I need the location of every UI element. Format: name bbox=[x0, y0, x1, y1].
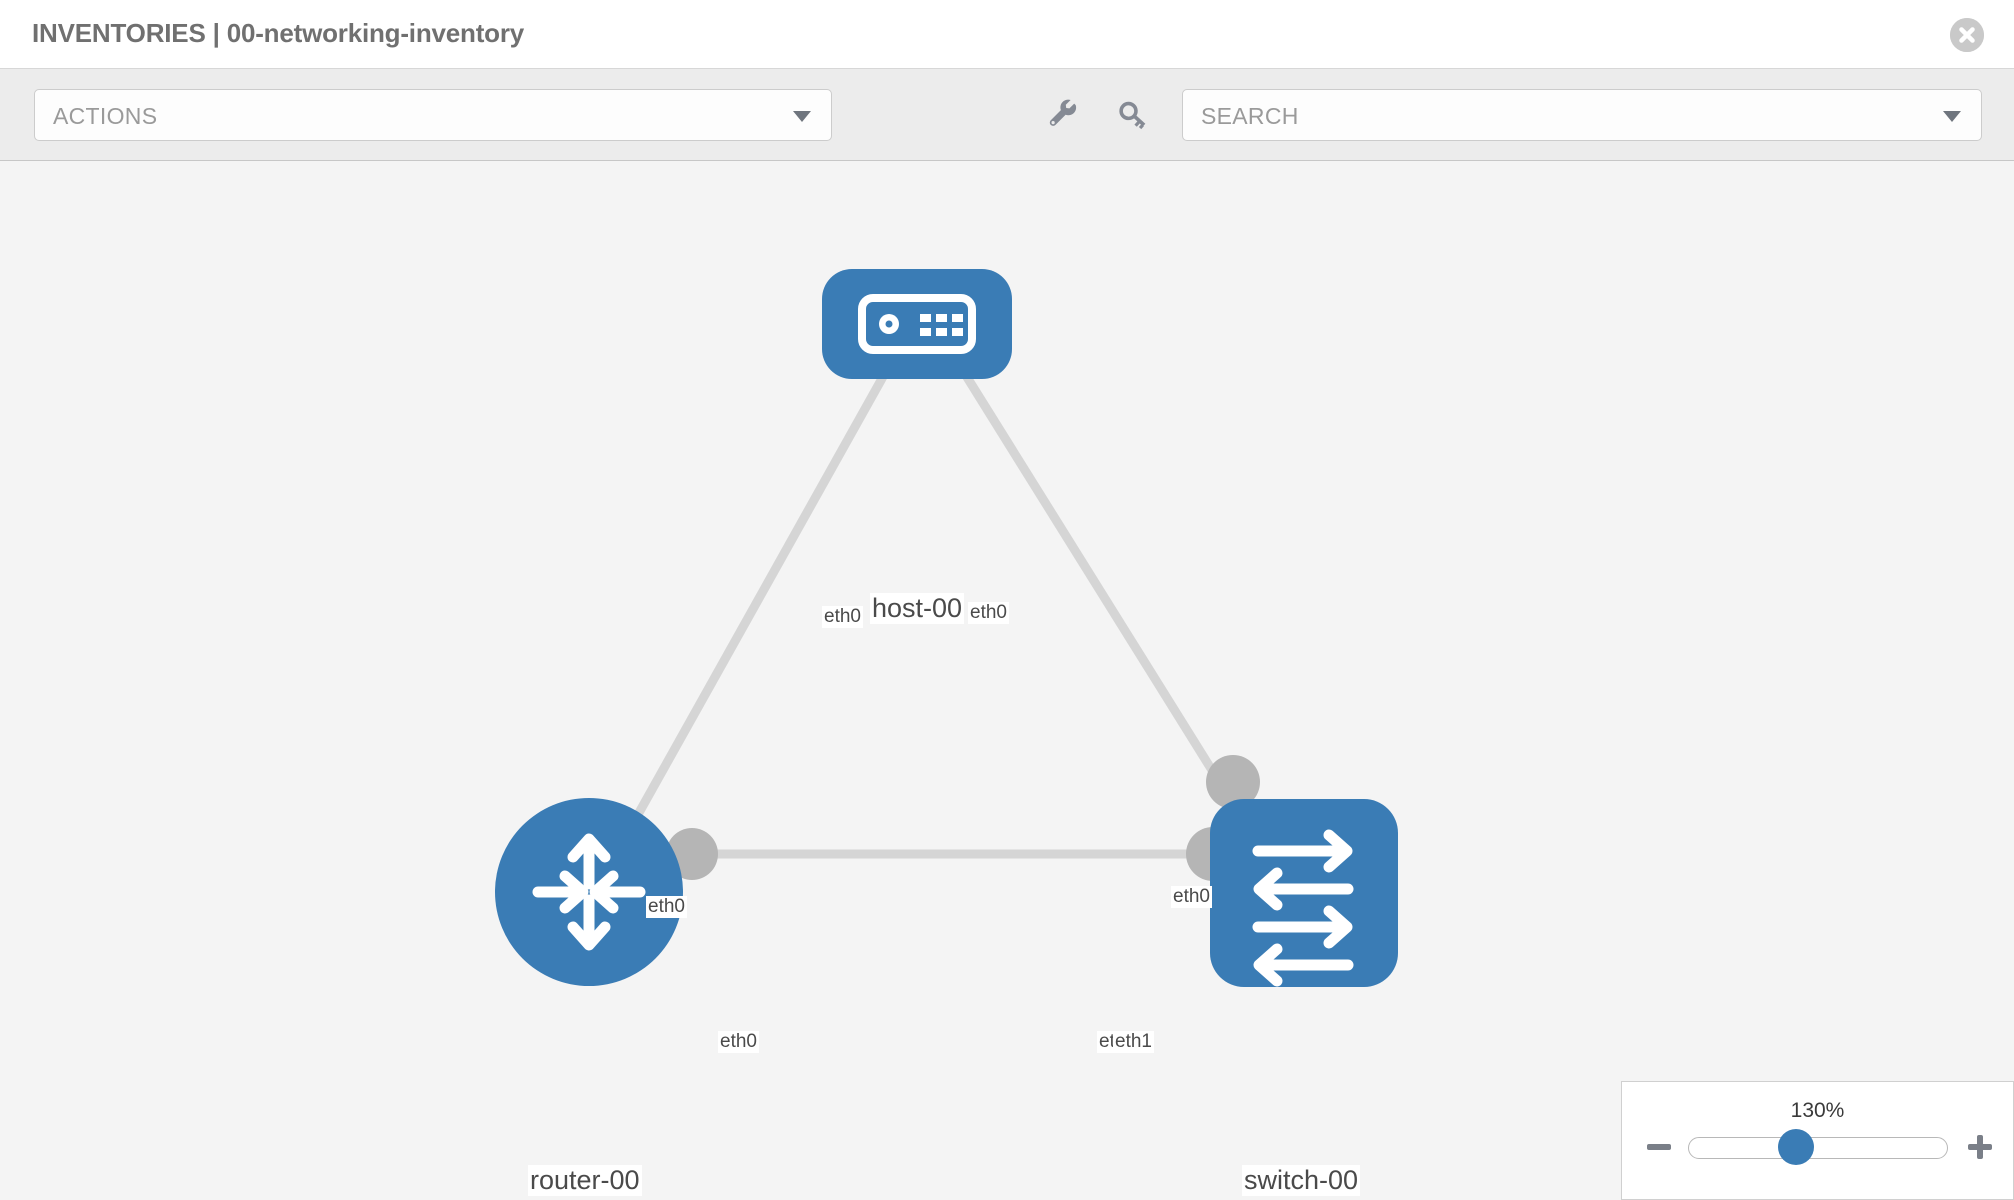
zoom-control-panel: 130% bbox=[1621, 1081, 2014, 1200]
key-icon bbox=[1119, 101, 1146, 130]
toolbar: ACTIONS bbox=[0, 69, 2014, 161]
wrench-icon bbox=[1049, 99, 1077, 126]
node-host-00[interactable] bbox=[822, 269, 1012, 379]
page-header: INVENTORIES | 00-networking-inventory bbox=[0, 0, 2014, 69]
router-arrows-icon bbox=[532, 833, 646, 951]
wrench-button[interactable] bbox=[1046, 97, 1082, 133]
key-button[interactable] bbox=[1115, 97, 1151, 133]
iface-label: eth0 bbox=[968, 602, 1009, 624]
minus-icon bbox=[1647, 1144, 1671, 1150]
topology-links bbox=[608, 363, 1257, 864]
zoom-in-button[interactable] bbox=[1965, 1132, 1995, 1162]
link-host00-router00[interactable] bbox=[608, 363, 893, 864]
zoom-slider-thumb[interactable] bbox=[1778, 1129, 1814, 1165]
node-label-host-00: host-00 bbox=[870, 593, 965, 624]
node-router-00[interactable] bbox=[495, 798, 683, 986]
link-host00-switch00[interactable] bbox=[956, 363, 1257, 839]
connector-switch00-eth0[interactable] bbox=[1206, 755, 1260, 809]
zoom-slider-track[interactable] bbox=[1688, 1137, 1948, 1159]
iface-label: eth0 bbox=[718, 1031, 759, 1053]
topology-graph bbox=[495, 269, 1398, 987]
search-input[interactable] bbox=[1199, 90, 1923, 142]
node-label-router-00: router-00 bbox=[528, 1165, 642, 1196]
close-button[interactable] bbox=[1950, 18, 1984, 52]
chevron-down-icon bbox=[793, 111, 811, 122]
server-icon bbox=[858, 294, 976, 354]
zoom-out-button[interactable] bbox=[1644, 1132, 1674, 1162]
actions-dropdown-label: ACTIONS bbox=[53, 103, 158, 129]
iface-label: eth1 bbox=[1113, 1031, 1154, 1053]
zoom-level-label: 130% bbox=[1790, 1099, 1845, 1122]
topology-canvas[interactable]: eth0 eth0 eth0 eth0 eth0 eth0 eth1 host-… bbox=[0, 161, 2014, 1200]
search-field[interactable] bbox=[1182, 89, 1982, 142]
node-switch-00[interactable] bbox=[1210, 799, 1398, 987]
iface-label: eth0 bbox=[822, 606, 863, 628]
close-icon bbox=[1950, 18, 1984, 52]
switch-arrows-icon bbox=[1252, 829, 1354, 987]
actions-dropdown[interactable]: ACTIONS bbox=[34, 89, 832, 141]
node-label-switch-00: switch-00 bbox=[1242, 1165, 1361, 1196]
iface-label: eth0 bbox=[1171, 886, 1212, 908]
page-title: INVENTORIES | 00-networking-inventory bbox=[32, 18, 525, 48]
chevron-down-icon[interactable] bbox=[1943, 111, 1961, 122]
iface-label: eth0 bbox=[646, 896, 687, 918]
plus-icon bbox=[1968, 1135, 1992, 1159]
